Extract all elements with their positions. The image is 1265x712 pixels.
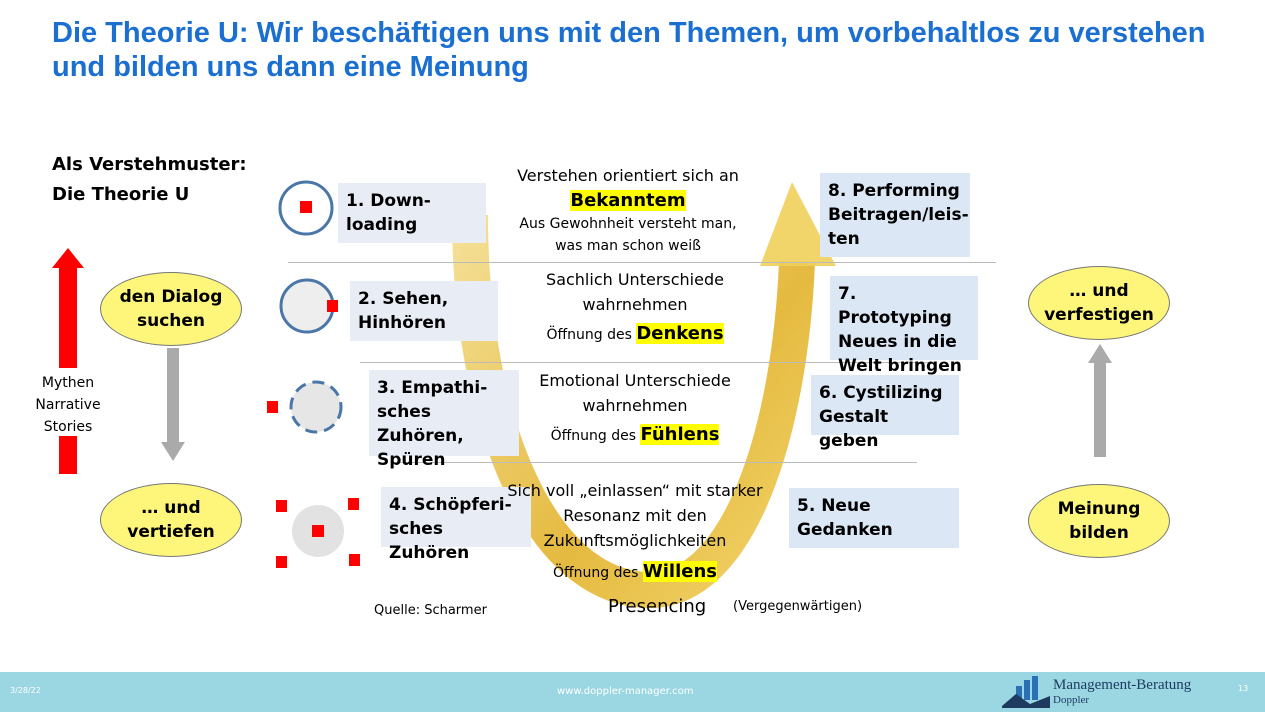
subtitle-line: Als Verstehmuster:: [52, 154, 247, 175]
step-line: Gestalt geben: [819, 407, 889, 451]
text-line: Zukunftsmöglichkeiten: [543, 531, 727, 550]
level-4-text: Sich voll „einlassen“ mit starker Resona…: [495, 478, 775, 586]
brand-name: Management-Beratung: [1053, 677, 1192, 693]
footer-url[interactable]: www.doppler-manager.com: [557, 686, 694, 697]
step-line: 6. Cystilizing: [819, 383, 943, 403]
step-line: 8. Performing: [828, 181, 960, 201]
step-line: Welt bringen: [838, 356, 962, 376]
subtitle-line: Die Theorie U: [52, 184, 190, 205]
brand-logo-icon: [1002, 676, 1050, 708]
text-line: Verstehen orientiert sich an: [517, 166, 739, 185]
divider: [360, 362, 932, 363]
ellipse-line: suchen: [136, 311, 206, 331]
text-line: Emotional Unterschiede: [539, 371, 731, 390]
step-line: ten: [828, 229, 860, 249]
highlight: Fühlens: [640, 424, 720, 445]
label-line: Stories: [43, 419, 93, 435]
step-line: Gedanken: [797, 520, 893, 540]
label-line: Narrative: [35, 397, 101, 413]
highlight: Bekanntem: [570, 190, 686, 211]
step-line: sches Zuhören,: [377, 402, 464, 446]
step-line: loading: [346, 215, 418, 235]
step-line: Spüren: [377, 450, 446, 470]
step-line: 3. Empathi-: [377, 378, 488, 398]
text-line: was man schon weiß: [555, 238, 701, 254]
ellipse-line: bilden: [1069, 523, 1129, 543]
step-1: 1. Down-loading: [338, 183, 486, 243]
ellipse-opinion: Meinung bilden: [1028, 484, 1170, 558]
ellipse-line: verfestigen: [1044, 305, 1154, 325]
ellipse-line: vertiefen: [127, 522, 215, 542]
text-line: Öffnung des: [550, 428, 641, 444]
step-line: 2. Sehen,: [358, 289, 449, 309]
level-3-text: Emotional Unterschiede wahrnehmen Öffnun…: [520, 368, 750, 449]
step-line: Beitragen/leis-: [828, 205, 969, 225]
text-line: Sachlich Unterschiede: [546, 270, 724, 289]
text-line: Sich voll „einlassen“ mit starker: [507, 481, 763, 500]
highlight: Willens: [642, 561, 717, 582]
seeing-icon: [279, 278, 338, 334]
label-line: Mythen: [41, 375, 95, 391]
footer-date: 3/28/22: [10, 686, 41, 695]
presencing-note: (Vergegenwärtigen): [733, 599, 863, 614]
text-line: Aus Gewohnheit versteht man,: [519, 216, 737, 232]
ellipse-deepen: … und vertiefen: [100, 483, 242, 557]
step-line: Neues in die: [838, 332, 957, 352]
listening-level-icons: [267, 180, 360, 568]
step-line: 1. Down-: [346, 191, 431, 211]
step-line: 5. Neue: [797, 496, 871, 516]
text-line: Resonanz mit den: [563, 506, 707, 525]
divider: [395, 462, 917, 463]
footer: 3/28/22 www.doppler-manager.com Manageme…: [0, 672, 1265, 712]
highlight: Denkens: [636, 323, 724, 344]
gray-up-arrow-icon: [1088, 344, 1112, 457]
source-note: Quelle: Scharmer: [374, 603, 487, 618]
step-line: 4. Schöpferi-: [389, 495, 512, 515]
ellipse-line: … und: [1069, 281, 1129, 301]
text-line: Öffnung des: [553, 565, 643, 581]
page-number: 13: [1238, 684, 1249, 693]
ellipse-dialog: den Dialog suchen: [100, 272, 242, 346]
level-2-text: Sachlich Unterschiede wahrnehmen Öffnung…: [520, 267, 750, 348]
step-line: sches Zuhören: [389, 519, 470, 563]
step-4: 4. Schöpferi-sches Zuhören: [381, 487, 531, 563]
ellipse-line: den Dialog: [119, 287, 223, 307]
step-3: 3. Empathi-sches Zuhören, Spüren: [369, 370, 519, 470]
presencing-label: Presencing: [608, 596, 707, 617]
level-1-text: Verstehen orientiert sich an Bekanntem A…: [490, 163, 766, 257]
ellipse-line: … und: [141, 498, 201, 518]
ellipse-line: Meinung: [1057, 499, 1141, 519]
subtitle: Als Verstehmuster: Die Theorie U: [52, 150, 247, 210]
slide-title: Die Theorie U: Wir beschäftigen uns mit …: [52, 17, 1206, 83]
red-up-arrow-icon: [52, 248, 84, 474]
text-line: wahrnehmen: [582, 396, 688, 415]
step-line: Hinhören: [358, 313, 446, 333]
brand-sub: Doppler: [1053, 694, 1090, 706]
downloading-icon: [278, 180, 334, 236]
gray-down-arrow-icon: [161, 348, 185, 461]
step-line: 7. Prototyping: [838, 284, 952, 328]
generative-icon: [276, 498, 360, 568]
ellipse-consolidate: … und verfestigen: [1028, 266, 1170, 340]
text-line: Öffnung des: [546, 327, 637, 343]
text-line: wahrnehmen: [582, 295, 688, 314]
empathic-icon: [267, 380, 343, 434]
divider: [288, 262, 996, 263]
step-2: 2. Sehen, Hinhören: [350, 281, 498, 341]
